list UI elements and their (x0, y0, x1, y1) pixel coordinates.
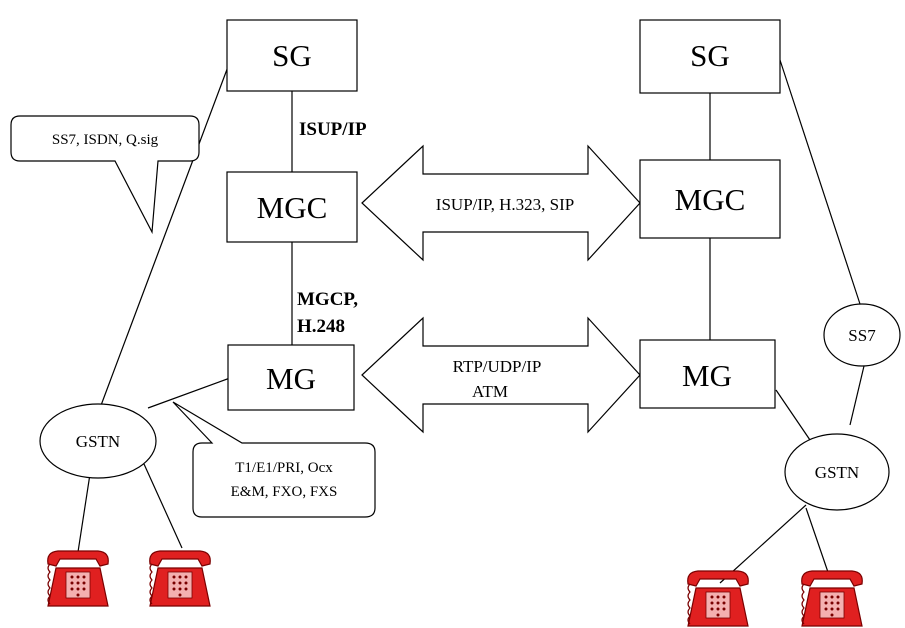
connector-right-ss7-gstn (849, 365, 865, 426)
signaling-arrow-label: ISUP/IP, H.323, SIP (436, 195, 574, 214)
right-mgc-label: MGC (675, 182, 746, 217)
sg-mgc-protocol-label: ISUP/IP (299, 119, 367, 140)
signaling-callout: SS7, ISDN, Q.sig (10, 115, 200, 235)
right-sg-box: SG (639, 19, 781, 94)
connector-left-gstn-phone2 (143, 463, 183, 549)
right-mg-box: MG (639, 339, 776, 409)
trunk-callout-line1: T1/E1/PRI, Ocx (235, 460, 333, 476)
left-gstn-label: GSTN (76, 432, 120, 451)
left-gstn-node: GSTN (39, 403, 157, 479)
connector-right-mg-gstn (775, 389, 811, 441)
left-mg-label: MG (266, 361, 316, 396)
connector-right-sg-ss7 (779, 59, 861, 305)
media-arrow-label-line2: ATM (472, 382, 508, 401)
right-mg-label: MG (682, 358, 732, 393)
telephone-icon (801, 570, 863, 627)
signaling-callout-text: SS7, ISDN, Q.sig (52, 132, 159, 148)
connector-left-mg-gstn (147, 377, 231, 409)
telephone-icon (149, 550, 211, 607)
right-ss7-node: SS7 (823, 303, 901, 367)
right-mgc-box: MGC (639, 159, 781, 239)
media-double-arrow: RTP/UDP/IP ATM (361, 316, 641, 434)
connector-left-gstn-phone1 (77, 473, 91, 553)
left-sg-label: SG (272, 38, 312, 73)
right-gstn-label: GSTN (815, 463, 859, 482)
right-sg-label: SG (690, 38, 730, 73)
left-mgc-box: MGC (226, 171, 358, 243)
connector-right-gstn-phone2 (805, 507, 831, 579)
left-sg-box: SG (226, 19, 358, 92)
media-arrow-label-line1: RTP/UDP/IP (453, 357, 542, 376)
mgc-mg-protocol-line2: H.248 (297, 316, 345, 337)
telephone-icon (47, 550, 109, 607)
right-ss7-label: SS7 (848, 326, 876, 345)
left-mg-box: MG (227, 344, 355, 411)
connector-right-gstn-phone1 (719, 504, 807, 584)
trunk-callout: T1/E1/PRI, Ocx E&M, FXO, FXS (172, 401, 376, 518)
connector-left-sg-gstn (99, 55, 233, 409)
trunk-callout-line2: E&M, FXO, FXS (231, 484, 338, 500)
left-mgc-label: MGC (257, 190, 328, 225)
telephone-icon (687, 570, 749, 627)
right-gstn-node: GSTN (784, 433, 890, 511)
mgc-mg-protocol-line1: MGCP, (297, 289, 358, 310)
signaling-double-arrow: ISUP/IP, H.323, SIP (361, 144, 641, 262)
